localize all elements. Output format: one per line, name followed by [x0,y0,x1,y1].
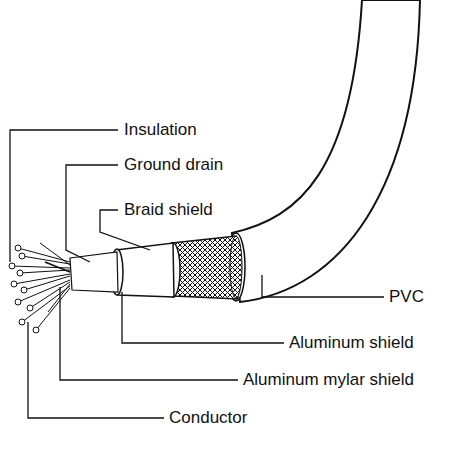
mylar-shield [70,252,118,292]
drain-wire [45,262,70,272]
braid-end [230,236,242,298]
part-label: PVC [389,287,424,307]
part-label: Braid shield [124,200,213,220]
part-label: Conductor [169,408,247,428]
conductor-wires [9,243,70,333]
aluminum-shield [116,243,174,297]
braid-shield [172,236,238,299]
part-label: Aluminum mylar shield [243,370,414,390]
part-label: Aluminum shield [289,333,414,353]
pvc-jacket [232,0,420,302]
part-label: Ground drain [124,155,223,175]
part-label: Insulation [124,120,197,140]
